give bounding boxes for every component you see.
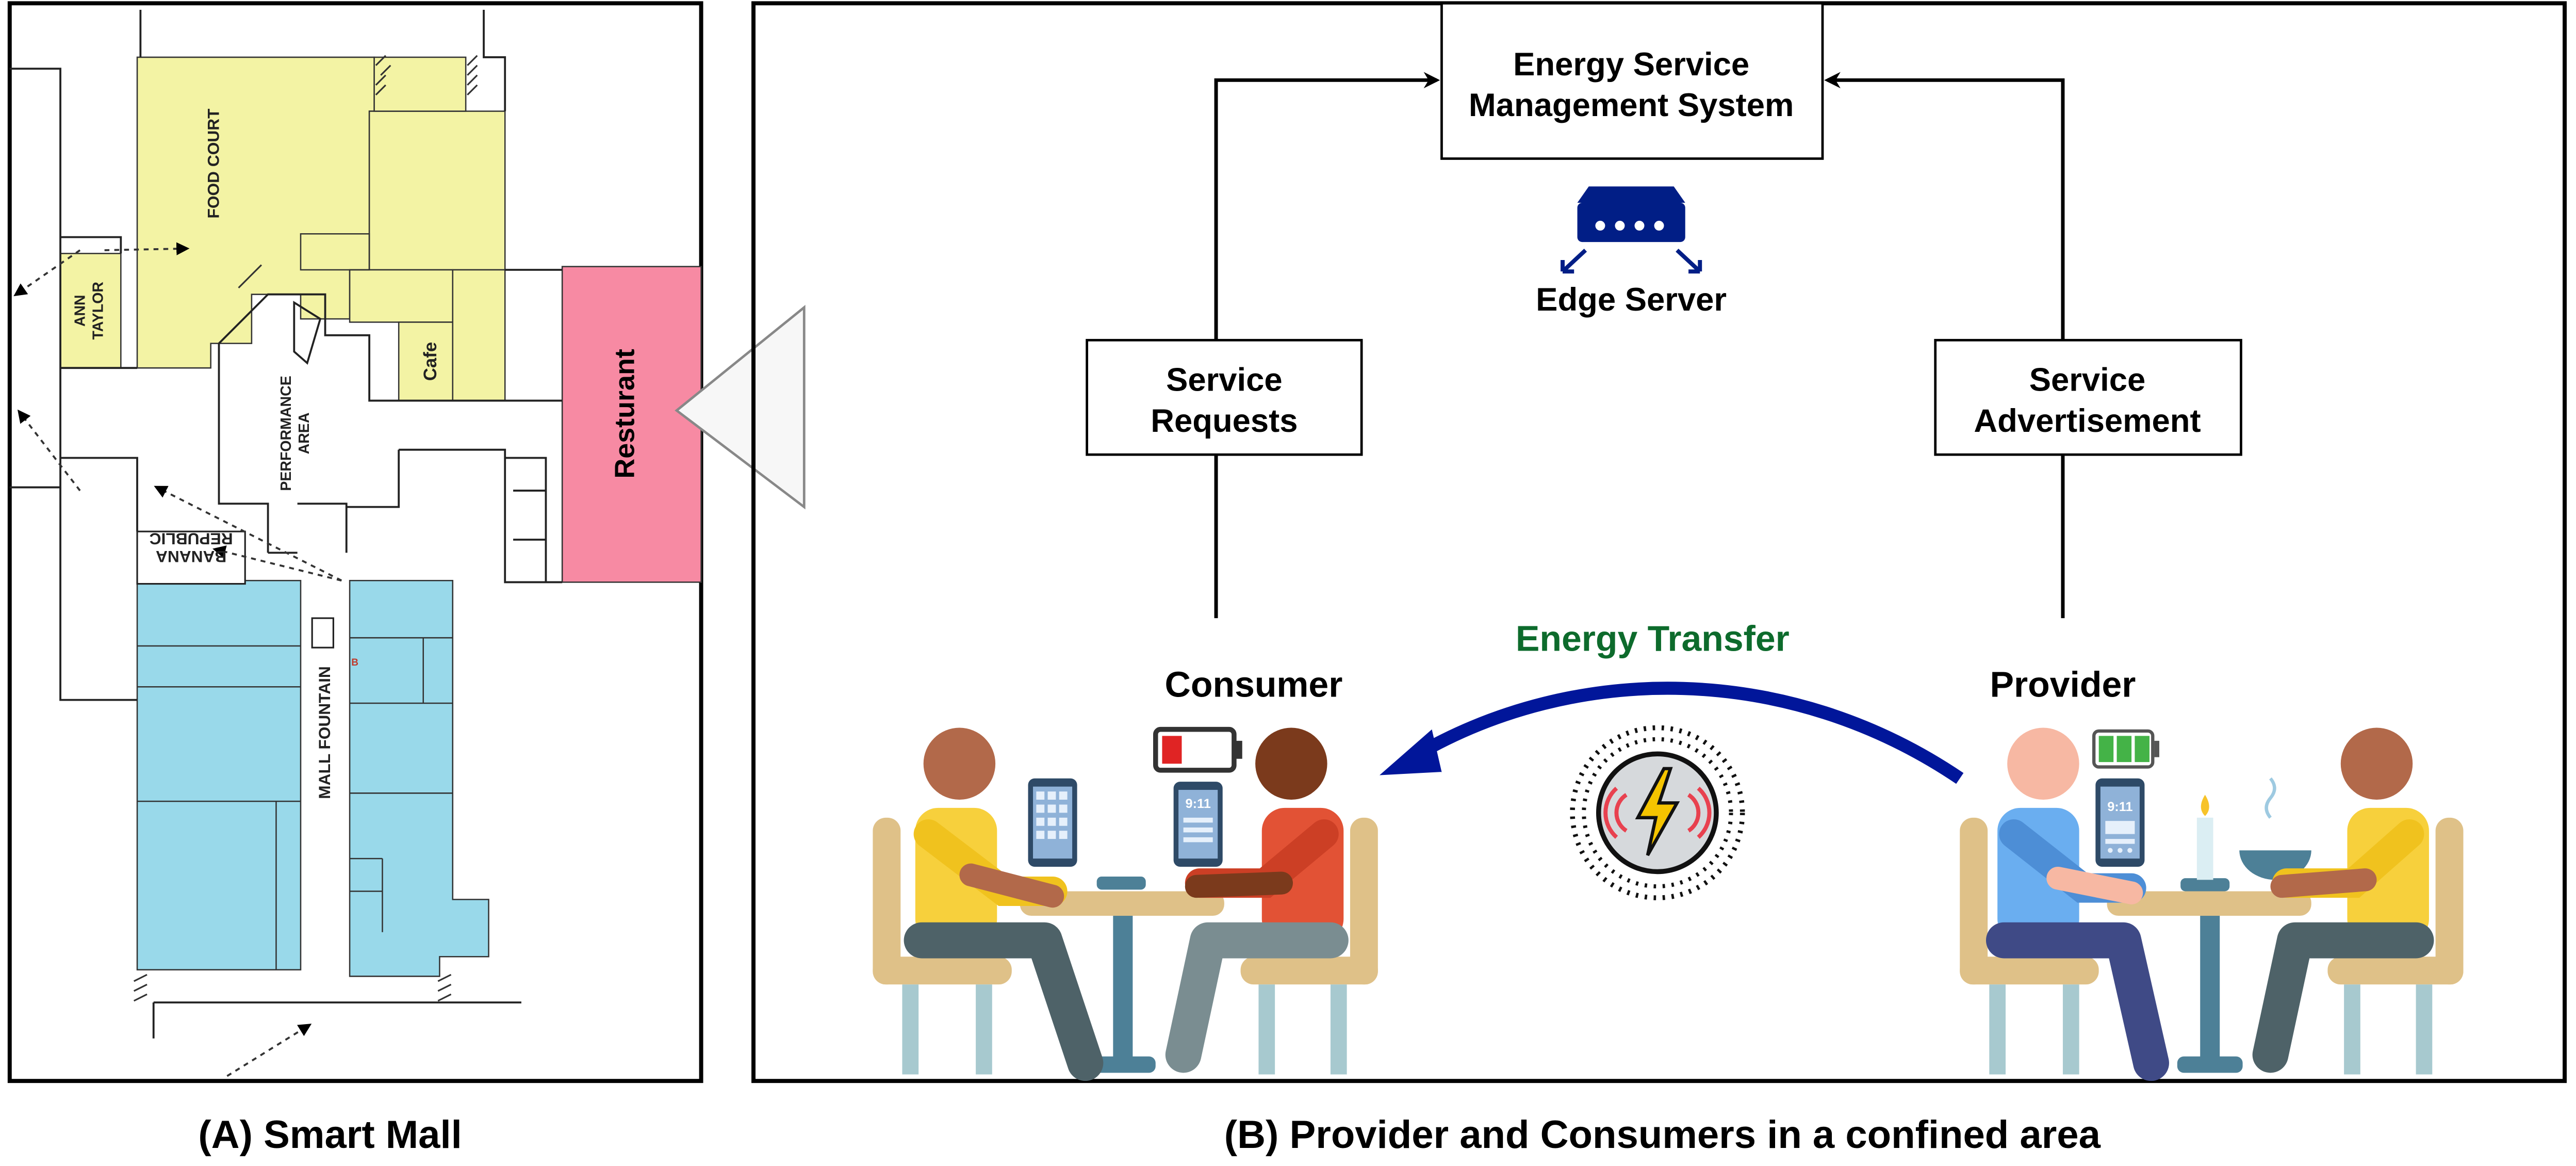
bowl-icon [2239,777,2311,880]
provider-label: Provider [1990,664,2136,704]
banana-republic-label-line2: REPUBLIC [150,529,233,548]
ann-taylor-label-line1: ANN [72,295,89,327]
panel-a-caption: (A) Smart Mall [198,1113,462,1157]
service-advertisement-box [1934,338,2242,456]
person-icon [904,727,1104,1081]
service-requests-line2: Requests [1151,403,1298,439]
callout-pointer [675,304,806,510]
battery-full-icon [2092,729,2159,769]
esms-label-line2: Management System [1469,87,1794,123]
mall-walls [9,10,563,1039]
provider-scene: 9:11 [1960,727,2464,1081]
table-icon [1020,876,1224,1073]
panel-b-frame [751,1,2567,1083]
edge-server-label: Edge Server [1536,282,1727,318]
candle-icon [2196,795,2213,880]
smartphone-icon [1028,778,1077,867]
mall-fountain-label: MALL FOUNTAIN [315,666,334,799]
panel-b-caption: (B) Provider and Consumers in a confined… [1224,1113,2101,1157]
performance-area-label-line2: AREA [296,413,313,455]
battery-low-icon [1153,726,1242,773]
mall-fountain-marker [311,617,334,649]
esms-label-line1: Energy Service [1513,46,1749,83]
food-court-zone [59,56,506,401]
food-court-label: FOOD COURT [204,108,223,219]
ann-taylor-label-line2: TAYLOR [90,282,106,340]
provider-phone-time: 9:11 [2107,800,2132,814]
smartphone-icon: 9:11 [2095,778,2145,867]
consumer-label: Consumer [1165,664,1343,704]
energy-transfer-label: Energy Transfer [1516,619,1790,659]
edge-server-icon [1561,186,1702,274]
banana-republic-store [136,530,246,585]
consumer-scene: 9:11 [873,726,1378,1081]
energy-transfer-arrow [1412,682,1964,784]
energy-transfer-arrowhead [1380,729,1442,775]
flow-connectors [1214,72,2065,619]
retail-blue-zone [136,579,489,977]
smartphone-icon: 9:11 [1173,782,1223,867]
ann-taylor-store [59,253,122,369]
service-requests-box [1086,338,1363,456]
cafe-label: Cafe [420,342,440,381]
small-store-mark: B [351,657,358,668]
panel-b-provider-consumers: Energy Service Management System Edge Se… [751,1,2567,1083]
panel-a-smart-mall: FOOD COURT ANN TAYLOR Cafe PERFORMANCE A… [7,1,806,1083]
esms-box [1440,2,1824,160]
service-requests-line1: Service [1166,362,1283,398]
wireless-charging-icon [1570,725,1745,900]
navigation-arrows [13,242,342,1077]
person-icon [1986,727,2169,1081]
table-icon [2107,878,2311,1073]
chair-icon [2327,817,2464,1075]
chair-icon [1240,817,1378,1075]
restaurant-label: Resturant [610,349,641,479]
person-icon [2252,727,2434,1073]
person-icon [1165,727,1349,1073]
chair-icon [873,817,1012,1075]
performance-area-label-line1: PERFORMANCE [278,376,294,491]
consumer-phone-time: 9:11 [1186,797,1211,811]
banana-republic-label-line1: BANANA [156,547,226,566]
service-advertisement-line2: Advertisement [1974,403,2201,439]
service-advertisement-line1: Service [2029,362,2146,398]
stair-hatches [133,55,478,1002]
chair-icon [1960,817,2099,1075]
